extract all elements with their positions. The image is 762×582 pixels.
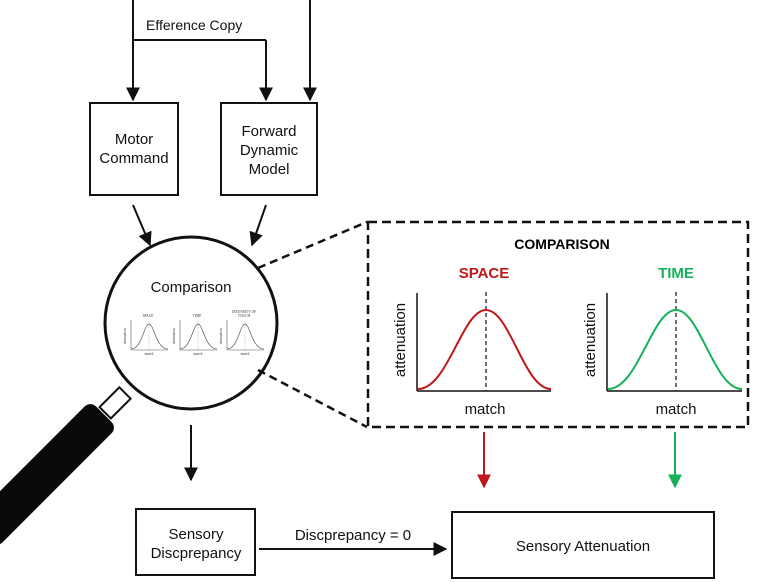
mini-plot-time: TIME attenuation match (172, 314, 218, 356)
sensory-discrepancy-box: Sensory Discprepancy (135, 508, 256, 576)
mini-plot-time-ylabel: attenuation (172, 328, 176, 344)
mini-plot-intensity-xlabel: match (241, 352, 250, 356)
sensory-discrepancy-line-2: Discprepancy (151, 545, 242, 562)
inset-time-title: TIME (658, 265, 694, 282)
space-curve (417, 308, 552, 390)
mini-plot-space-xlabel: match (145, 352, 154, 356)
forward-model-line-2: Dynamic (240, 142, 299, 159)
magnifier-lens (103, 235, 279, 411)
mini-plot-time-title: TIME (193, 314, 203, 318)
inset-time-ylabel: attenuation (582, 303, 599, 377)
inset-panel-time: TIME attenuation match (582, 265, 743, 418)
efference-copy-label: Efference Copy (146, 17, 242, 33)
arrow-model-to-comparison (249, 204, 267, 247)
arrow-motor-to-comparison (132, 204, 152, 247)
sensory-discrepancy-line-1: Sensory (168, 526, 224, 543)
forward-model-line-3: Model (249, 161, 290, 178)
motor-command-line-2: Command (99, 150, 168, 167)
inset-time-xlabel: match (656, 401, 697, 418)
time-curve (607, 308, 743, 390)
mini-plot-space-ylabel: attenuation (123, 328, 127, 344)
comparison-lens-label: Comparison (151, 279, 232, 296)
inset-panel-space: SPACE attenuation match (392, 265, 552, 418)
magnifier-handle (0, 385, 133, 545)
forward-dynamic-model-box: Forward Dynamic Model (220, 102, 318, 196)
inset-space-ylabel: attenuation (392, 303, 409, 377)
motor-command-box: Motor Command (89, 102, 179, 196)
mini-plot-intensity-title-2: TOUCH (238, 314, 251, 318)
mini-plot-intensity-title-1: INTENSITY OF (232, 310, 256, 314)
zoom-guide-bottom (257, 368, 368, 429)
mini-plot-space: SPACE attenuation match (123, 314, 169, 356)
mini-plot-space-title: SPACE (143, 314, 155, 318)
forward-model-line-1: Forward (241, 123, 296, 140)
sensory-attenuation-box: Sensory Attenuation (451, 511, 715, 579)
zoom-guide-top (257, 220, 368, 270)
mini-plot-intensity: INTENSITY OF TOUCH attenuation match (219, 310, 265, 356)
magnifying-glass-icon: Comparison SPACE attenuation match TIME … (0, 235, 279, 545)
mini-plot-time-xlabel: match (194, 352, 203, 356)
inset-space-xlabel: match (465, 401, 506, 418)
mini-plot-intensity-ylabel: attenuation (219, 328, 223, 344)
inset-space-title: SPACE (459, 265, 510, 282)
motor-command-line-1: Motor (115, 131, 153, 148)
comparison-inset: COMPARISON SPACE attenuation match TIME … (366, 220, 750, 429)
efference-copy-branch: Efference Copy (126, 0, 317, 102)
sensory-attenuation-label: Sensory Attenuation (516, 538, 650, 555)
discrepancy-zero-label: Discprepancy = 0 (295, 527, 411, 544)
inset-header: COMPARISON (514, 236, 609, 252)
